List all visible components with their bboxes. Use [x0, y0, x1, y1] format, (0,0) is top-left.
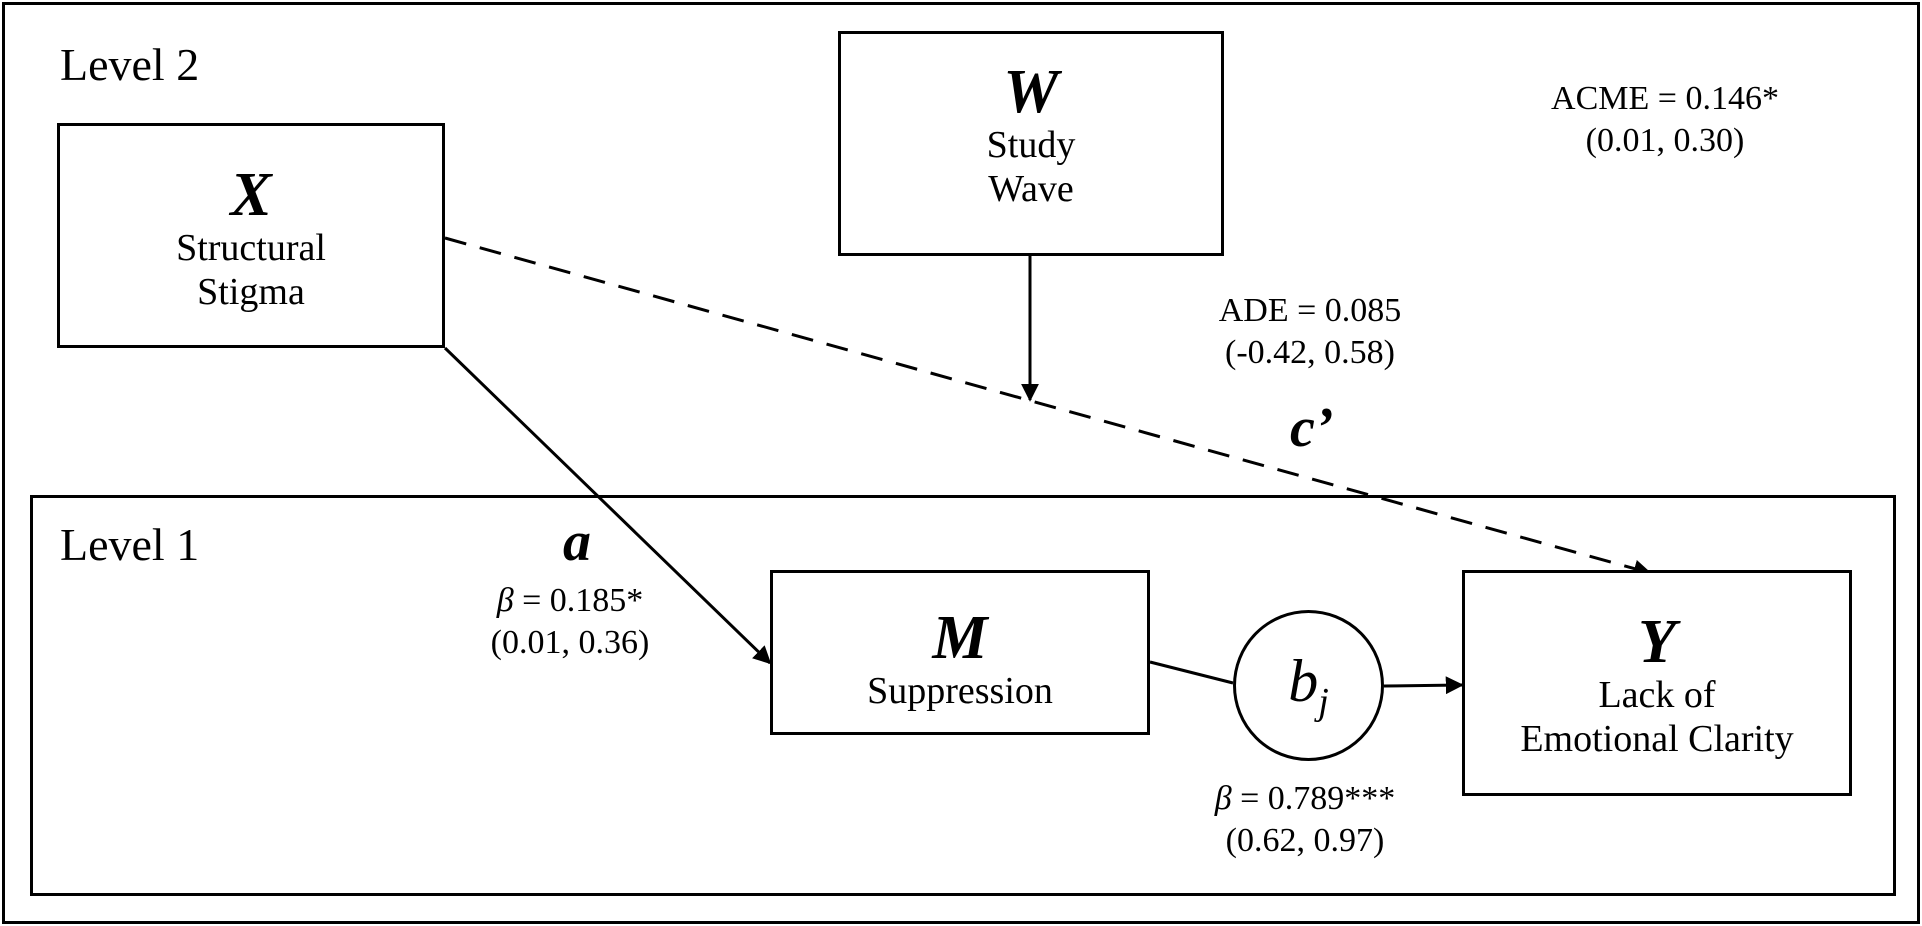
node-m-suppression: M Suppression — [770, 570, 1150, 735]
node-y-lack-of-emotional-clarity: Y Lack of Emotional Clarity — [1462, 570, 1852, 796]
path-c-prime-stats: ADE = 0.085 (-0.42, 0.58) — [1160, 290, 1460, 374]
path-b-letter: bj — [1288, 648, 1329, 723]
path-b-subscript: j — [1318, 681, 1329, 723]
node-y-symbol: Y — [1638, 608, 1676, 676]
path-c-prime-effect: ADE = 0.085 — [1218, 292, 1402, 329]
path-a-stats: β = 0.185* (0.01, 0.36) — [460, 580, 680, 664]
path-c-prime-arrow — [444, 236, 1652, 578]
node-w-label-line1: Study — [986, 124, 1076, 166]
level-2-label: Level 2 — [60, 39, 200, 90]
path-b-arrow — [1383, 676, 1464, 695]
path-a-letter: a — [563, 511, 591, 573]
path-c-prime-ci: (-0.42, 0.58) — [1225, 334, 1395, 371]
level-1-label: Level 1 — [60, 519, 200, 570]
node-m-label: Suppression — [867, 670, 1053, 712]
node-x-label-line1: Structural — [176, 227, 326, 269]
path-b-stats: β = 0.789*** (0.62, 0.97) — [1160, 778, 1450, 862]
path-a-ci: (0.01, 0.36) — [490, 624, 650, 661]
node-w-symbol: W — [1003, 58, 1059, 126]
acme-stats: ACME = 0.146* (0.01, 0.30) — [1505, 78, 1825, 162]
level-1-frame — [30, 495, 1896, 896]
node-x-structural-stigma: X Structural Stigma — [57, 123, 445, 348]
acme-ci: (0.01, 0.30) — [1585, 122, 1745, 159]
path-a-beta: β = 0.185* — [496, 582, 644, 619]
node-w-label-line2: Wave — [988, 168, 1074, 210]
path-b-ci: (0.62, 0.97) — [1225, 822, 1385, 859]
path-m-to-b-line — [1149, 660, 1234, 685]
path-a-arrow — [443, 346, 772, 665]
path-c-prime-letter: c’ — [1290, 397, 1334, 459]
node-m-symbol: M — [932, 604, 988, 672]
path-b-circle: bj — [1233, 610, 1384, 761]
node-w-study-wave: W Study Wave — [838, 31, 1224, 256]
acme-effect: ACME = 0.146* — [1551, 80, 1779, 117]
node-x-label-line2: Stigma — [197, 271, 305, 313]
node-y-label-line2: Emotional Clarity — [1520, 718, 1794, 760]
node-x-symbol: X — [230, 161, 272, 229]
node-y-label-line1: Lack of — [1598, 674, 1716, 716]
path-b-beta: β = 0.789*** — [1214, 780, 1396, 817]
